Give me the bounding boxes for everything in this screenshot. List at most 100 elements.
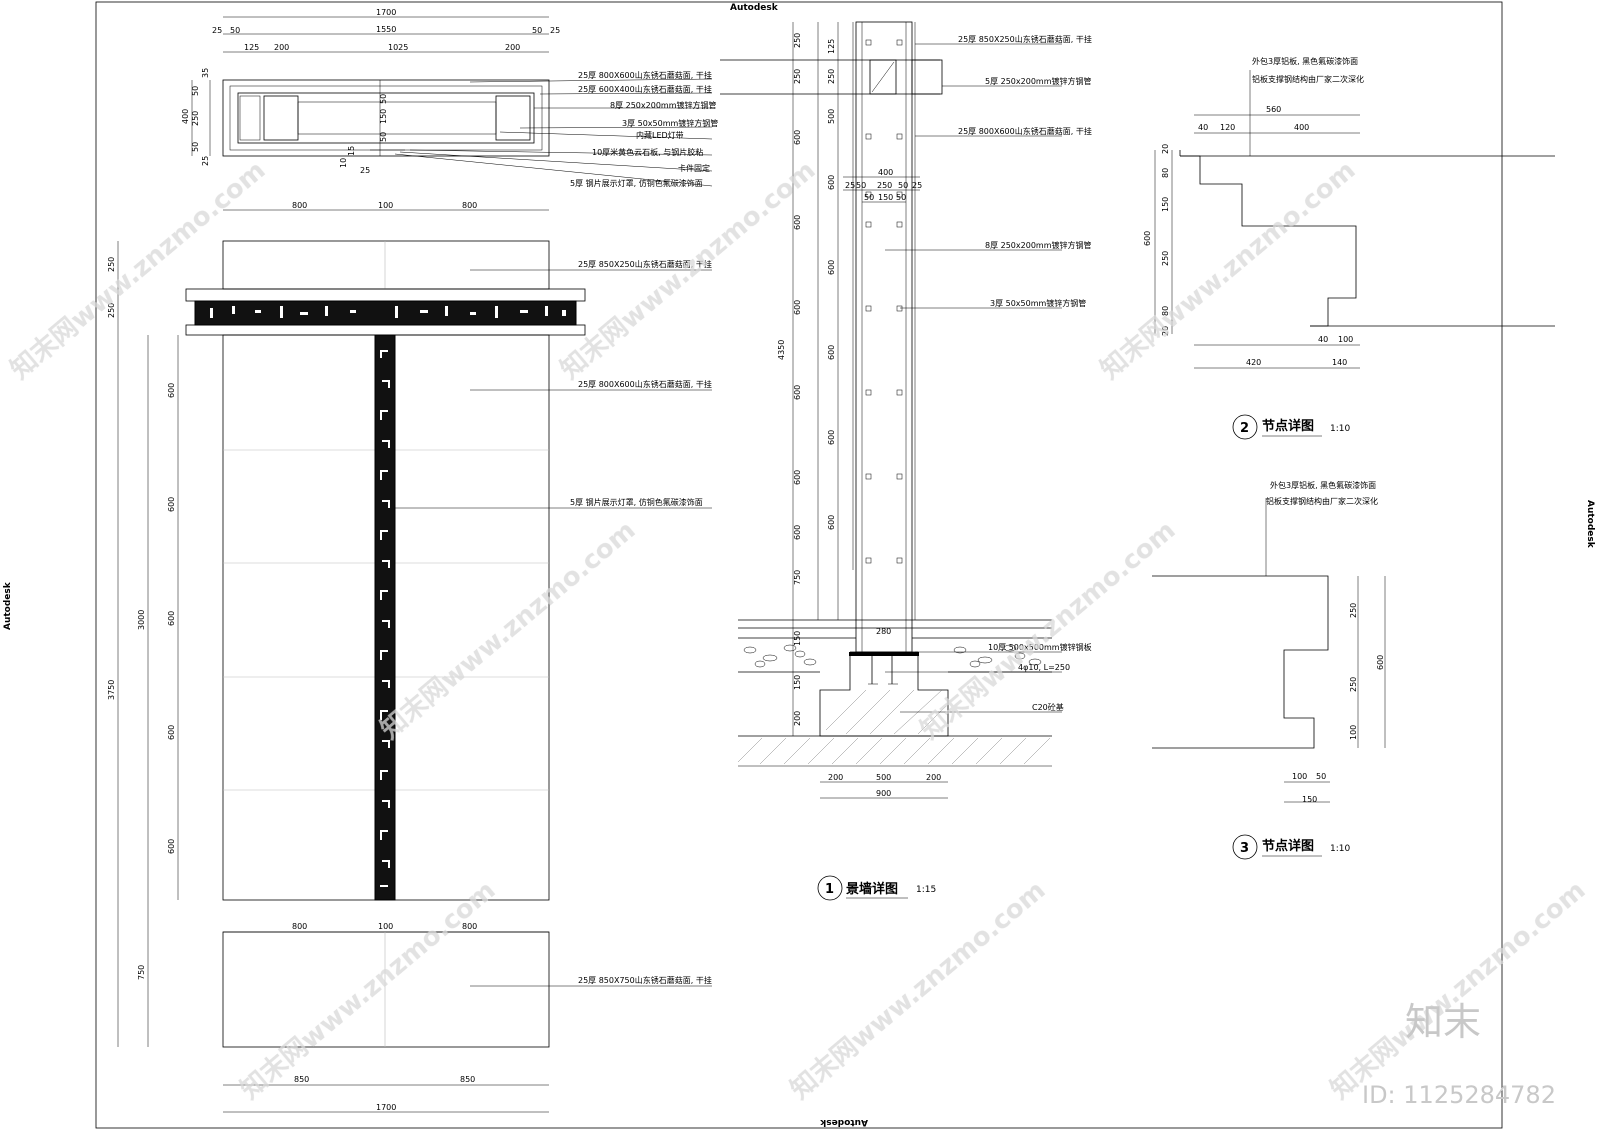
d2-top-40: 40 xyxy=(1198,123,1208,132)
sec-foot-900: 900 xyxy=(876,789,891,798)
plan-dim-overall: 1700 xyxy=(376,8,396,17)
elev-mid-100: 100 xyxy=(378,922,393,931)
d3-bot-150: 150 xyxy=(1302,795,1317,804)
sec-scale: 1:15 xyxy=(916,885,936,895)
sec-note-4: 8厚 250x200mm镀锌方钢管 xyxy=(985,240,1092,250)
watermark-7: 知末网www.znzmo.com xyxy=(785,875,1051,1105)
sec-title-circle xyxy=(817,875,843,901)
d2-left-20a: 20 xyxy=(1161,144,1170,154)
d3-title: 节点详图 xyxy=(1262,838,1314,854)
elev-mid-800a: 800 xyxy=(292,922,307,931)
d3-title-circle xyxy=(1232,834,1258,860)
elev-note-1: 25厚 850X250山东锈石蘑菇面, 干挂 xyxy=(578,259,712,269)
plan-dim-200a: 200 xyxy=(274,43,289,52)
plan-dim-50c: 50 xyxy=(191,86,200,96)
sec-inner-600a: 600 xyxy=(827,175,836,190)
plan-inner-10: 10 xyxy=(339,158,348,168)
plan-note-1: 25厚 800X600山东锈石蘑菇面, 干挂 xyxy=(578,70,712,80)
sec-note-5: 3厚 50x50mm镀锌方钢管 xyxy=(990,298,1086,308)
sec-left-600d: 600 xyxy=(793,385,802,400)
sec-inner-600e: 600 xyxy=(827,515,836,530)
sec-top-50d: 50 xyxy=(896,193,906,202)
plan-inner-25: 25 xyxy=(360,166,370,175)
sec-top-50b: 50 xyxy=(898,181,908,190)
sec-foot-200a: 200 xyxy=(828,773,843,782)
sec-inner-250: 250 xyxy=(827,69,836,84)
elev-top-800a: 800 xyxy=(292,201,307,210)
elevation-view: 800 100 800 xyxy=(107,201,712,1113)
d3-right-250b: 250 xyxy=(1349,677,1358,692)
sec-left-600a: 600 xyxy=(793,130,802,145)
watermark-4: 知末网www.znzmo.com xyxy=(375,515,641,745)
elev-left-750: 750 xyxy=(137,965,146,980)
sec-note-6: 10厚 500x500mm镀锌钢板 xyxy=(988,642,1092,652)
sec-left-600f: 600 xyxy=(793,525,802,540)
d3-title-num: 3 xyxy=(1240,841,1249,856)
plan-dim-50a: 50 xyxy=(230,26,240,35)
autodesk-label-top: Autodesk xyxy=(730,3,779,13)
elev-left-600d: 600 xyxy=(167,725,176,740)
elev-bot-1700: 1700 xyxy=(376,1103,396,1112)
sec-left-150a: 150 xyxy=(793,631,802,646)
d2-title-circle xyxy=(1232,414,1258,440)
watermark-3: 知末网www.znzmo.com xyxy=(1095,155,1361,385)
d2-bot-140: 140 xyxy=(1332,358,1347,367)
sec-left-750: 750 xyxy=(793,570,802,585)
plan-note-3: 8厚 250x200mm镀锌方钢管 xyxy=(610,100,717,110)
d2-top-400: 400 xyxy=(1294,123,1309,132)
plan-dim-400: 400 xyxy=(181,109,190,124)
elev-left-250b: 250 xyxy=(107,303,116,318)
plan-note-7: 卡件固定 xyxy=(678,163,710,173)
elev-left-3000: 3000 xyxy=(137,610,146,630)
sec-note-8: C20砼基 xyxy=(1032,702,1064,712)
watermark-logo: 知末 xyxy=(1405,1000,1481,1044)
section-view: 250 250 600 600 600 600 600 600 750 4350… xyxy=(720,21,1092,901)
elev-left-250a: 250 xyxy=(107,257,116,272)
sec-left-4350: 4350 xyxy=(777,340,786,360)
autodesk-label-right: Autodesk xyxy=(1585,500,1595,549)
sec-left-150b: 150 xyxy=(793,675,802,690)
sheet-border xyxy=(95,1,1503,1129)
plan-dim-25c: 25 xyxy=(201,156,210,166)
plan-dim-200b: 200 xyxy=(505,43,520,52)
d3-right-250a: 250 xyxy=(1349,603,1358,618)
elev-top-800b: 800 xyxy=(462,201,477,210)
sec-left-600e: 600 xyxy=(793,470,802,485)
elev-left-3750: 3750 xyxy=(107,680,116,700)
sec-title: 景墙详图 xyxy=(846,881,898,897)
sec-note-2: 5厚 250x200mm镀锌方钢管 xyxy=(985,76,1092,86)
d2-left-80a: 80 xyxy=(1161,168,1170,178)
elev-left-600c: 600 xyxy=(167,611,176,626)
plan-dim-1550: 1550 xyxy=(376,25,396,34)
elev-note-4: 25厚 850X750山东锈石蘑菇面, 干挂 xyxy=(578,975,712,985)
sec-foot-280: 280 xyxy=(876,627,891,636)
sec-inner-500: 500 xyxy=(827,109,836,124)
watermark-6: 知末网www.znzmo.com xyxy=(235,875,501,1105)
sec-inner-125: 125 xyxy=(827,39,836,54)
d2-left-20b: 20 xyxy=(1161,326,1170,336)
watermark-id: ID: 1125284782 xyxy=(1362,1081,1556,1109)
d2-note-1: 外包3厚铝板, 黑色氟碳漆饰面 xyxy=(1252,56,1358,66)
d2-title: 节点详图 xyxy=(1262,418,1314,434)
d3-right-600: 600 xyxy=(1376,655,1385,670)
autodesk-label-left: Autodesk xyxy=(3,581,13,630)
detail-2: 外包3厚铝板, 黑色氟碳漆饰面 铝板支撑钢结构由厂家二次深化 560 40 12… xyxy=(1143,56,1555,440)
sec-top-50c: 50 xyxy=(864,193,874,202)
plan-dim-25a: 25 xyxy=(212,26,222,35)
watermark-8: 知末网www.znzmo.com xyxy=(1325,875,1591,1105)
sec-top-250: 250 xyxy=(877,181,892,190)
elev-left-600a: 600 xyxy=(167,383,176,398)
sec-top-150: 150 xyxy=(878,193,893,202)
elev-bot-850a: 850 xyxy=(294,1075,309,1084)
sec-inner-600b: 600 xyxy=(827,260,836,275)
plan-note-5: 内藏LED灯带 xyxy=(636,130,684,140)
sec-left-600c: 600 xyxy=(793,300,802,315)
d2-bot-40: 40 xyxy=(1318,335,1328,344)
d2-scale: 1:10 xyxy=(1330,424,1350,434)
sec-inner-600c: 600 xyxy=(827,345,836,360)
plan-dim-50b: 50 xyxy=(532,26,542,35)
sec-left-600b: 600 xyxy=(793,215,802,230)
d3-scale: 1:10 xyxy=(1330,844,1350,854)
d2-bot-420: 420 xyxy=(1246,358,1261,367)
